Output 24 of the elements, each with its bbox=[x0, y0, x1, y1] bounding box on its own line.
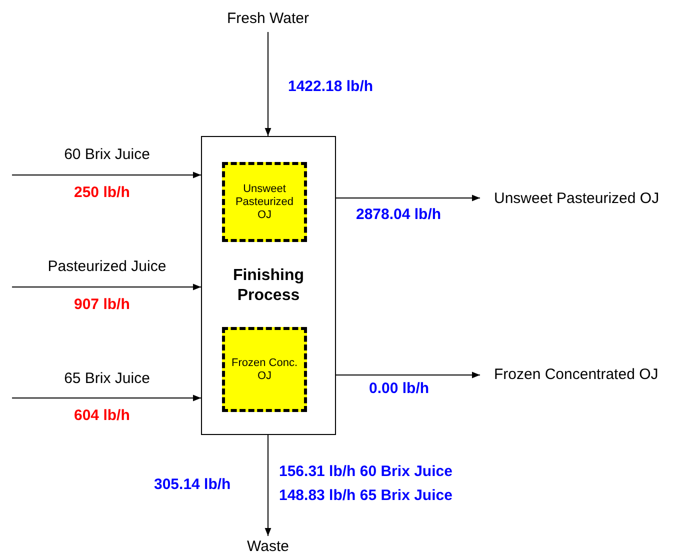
flow-arrow bbox=[12, 394, 202, 402]
stream-label: Frozen Concentrated OJ bbox=[482, 362, 688, 388]
flow-arrow bbox=[336, 194, 480, 202]
flow-rate: 907 lb/h bbox=[74, 296, 130, 314]
stream-label: Fresh Water bbox=[208, 6, 328, 32]
flow-rate: 148.83 lb/h 65 Brix Juice bbox=[279, 487, 452, 505]
flow-rate: 305.14 lb/h bbox=[154, 476, 231, 494]
process-box bbox=[201, 136, 336, 435]
flow-rate: 1422.18 lb/h bbox=[288, 78, 374, 96]
flow-rate: 250 lb/h bbox=[74, 184, 130, 202]
flow-rate: 604 lb/h bbox=[74, 407, 130, 425]
flow-rate: 0.00 lb/h bbox=[369, 380, 430, 398]
product-box: Unsweet Pasteurized OJ bbox=[222, 162, 307, 242]
stream-label: Waste bbox=[228, 536, 308, 558]
process-title: Finishing Process bbox=[232, 266, 306, 306]
flow-rate: 2878.04 lb/h bbox=[356, 206, 442, 224]
flow-arrow bbox=[12, 284, 202, 290]
product-box: Frozen Conc. OJ bbox=[222, 327, 307, 412]
flow-arrow bbox=[336, 372, 480, 378]
flow-arrow bbox=[264, 32, 272, 136]
stream-label: Unsweet Pasteurized OJ bbox=[482, 186, 688, 212]
flow-rate: 156.31 lb/h 60 Brix Juice bbox=[279, 463, 452, 481]
flow-arrow bbox=[264, 434, 272, 536]
flow-arrow bbox=[12, 172, 202, 178]
